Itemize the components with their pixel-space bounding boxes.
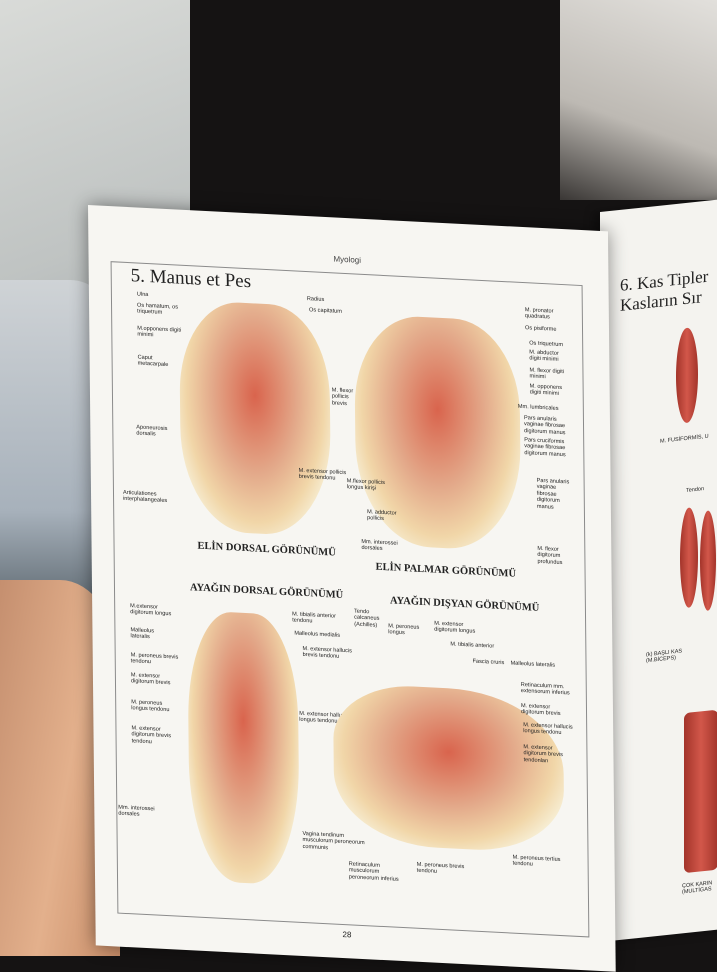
hand-dorsal-label: Os hamatum, os triquetrum <box>136 302 179 317</box>
foot-lateral-label: Retinaculum musculorum peroneorum inferi… <box>348 861 399 883</box>
hand-dorsal-label: Caput metacarpale <box>137 354 169 369</box>
foot-lateral-label: M. peroneus brevis tendonu <box>416 861 465 876</box>
foot-lateral-label: M. extensor hallucis longus tendonu <box>523 722 573 737</box>
background-floor <box>560 0 717 200</box>
foot-dorsal-label: M. extensor digitorum brevis tendonu <box>131 725 172 746</box>
foot-dorsal-label: M. extensor hallucis brevis tendonu <box>302 645 352 661</box>
hand-dorsal-label: Aponeurosis dorsalis <box>136 424 168 438</box>
fusiform-muscle <box>676 326 698 425</box>
hand-palmar-label: M. adductor pollicis <box>367 509 397 523</box>
foot-lateral-label: M. extensor digitorum longus <box>434 620 476 636</box>
hand-palmar-label: Pars anularis vaginae fibrosae digitorum… <box>536 477 570 511</box>
next-page-label: Tendon <box>686 486 705 494</box>
page-number: 28 <box>342 929 352 940</box>
hand-palmar-label: Pars anularis vaginae fibrosae digitorum… <box>523 415 566 437</box>
next-page: 6. Kas Tipler Kasların Sır M. FUSİFORMİS… <box>600 197 717 942</box>
hand-palmar-label: M. flexor digitorum profundus <box>537 545 563 566</box>
next-page-label: ÇOK KARIN (MULTİGAS <box>682 880 713 896</box>
biceps-muscle <box>680 506 698 609</box>
hand-dorsal-label: M.opponens digiti minimi <box>137 325 182 339</box>
page-header: Myologi <box>333 254 362 265</box>
next-page-label: (k) BAŞLI KAS (M.BİCEPS) <box>646 648 683 665</box>
foot-lateral-label: Vagina tendinum musculorum peroneorum co… <box>302 830 365 852</box>
hand-palmar-label: M. opponens digiti minimi <box>529 383 563 398</box>
foot-lateral-label: M. peroneus tertius tendonu <box>512 854 561 868</box>
hand-palmar-label: M. flexor pollicis brevis <box>331 387 354 407</box>
foot-lateral-label: M. extensor digitorum brevis tendonları <box>523 744 564 765</box>
foot-lateral-label: Retinaculum mm. extensorum inferius <box>520 681 570 697</box>
book-page: Myologi 5. Manus et Pes Ulna Os hamatum,… <box>88 205 616 972</box>
hand-dorsal-illustration <box>178 299 332 538</box>
hand-palmar-label: M. pronator quadratus <box>524 307 554 321</box>
hand-dorsal-label: M. extensor pollicis brevis tendonu <box>298 467 347 482</box>
foot-lateral-label: M. peroneus longus <box>388 623 420 637</box>
foot-dorsal-label: M. extensor digitorum brevis <box>130 672 171 687</box>
foot-lateral-label: Tendo calcaneus (Achilles) <box>354 608 380 629</box>
foot-dorsal-label: Malleolus lateralis <box>130 627 155 641</box>
foot-dorsal-label: M. peroneus longus tendonu <box>131 699 170 714</box>
hand-palmar-label: M. abductor digiti minimi <box>529 349 559 364</box>
foot-lateral-label: M. extensor digitorum brevis <box>520 702 561 718</box>
foot-dorsal-label: M. peroneus brevis tendonu <box>130 652 179 666</box>
hand-palmar-label: M. flexor digiti minimi <box>529 367 565 381</box>
hand-dorsal-label: Ulna <box>136 291 149 299</box>
foot-dorsal-label: M.extensor digitorum longus <box>130 603 172 618</box>
hand-palmar-label: M.flexor pollicis longus kirişi <box>346 478 386 493</box>
biceps-muscle <box>700 509 716 612</box>
hand-dorsal-label: Radius <box>306 296 325 303</box>
next-page-label: M. FUSİFORMİS, U <box>660 433 709 445</box>
next-page-title: 6. Kas Tipler Kasların Sır <box>620 266 709 315</box>
foot-dorsal-label: Mm. interossei dorsales <box>118 804 155 819</box>
multigastric-muscle <box>684 709 717 874</box>
foot-dorsal-illustration <box>187 610 301 886</box>
hand-palmar-label: Pars cruciformis vaginae fibrosae digito… <box>524 437 566 459</box>
hand-palmar-label: Mm. interossei dorsales <box>361 538 398 553</box>
